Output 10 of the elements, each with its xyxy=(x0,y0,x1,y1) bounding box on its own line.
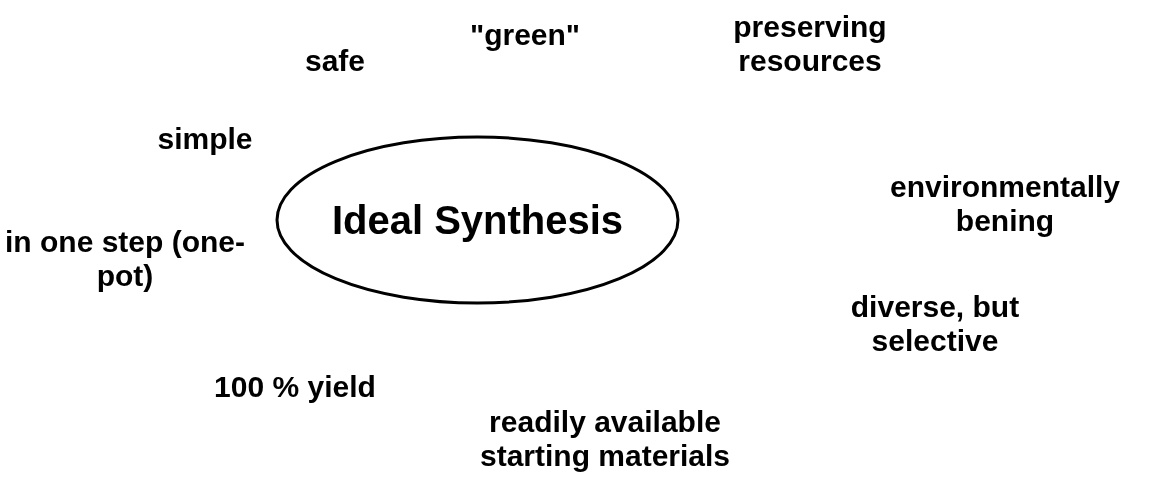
property-label: diverse, but selective xyxy=(849,290,1021,358)
property-label: 100 % yield xyxy=(213,370,377,404)
property-label: simple xyxy=(156,122,254,156)
property-label: "green" xyxy=(468,18,582,52)
property-label: preserving resources xyxy=(732,10,888,78)
property-label: readily available starting materials xyxy=(478,405,732,473)
property-label: safe xyxy=(303,44,366,78)
property-label: in one step (one-pot) xyxy=(4,225,246,293)
node-title: Ideal Synthesis xyxy=(330,197,625,243)
property-label: environmentally bening xyxy=(888,170,1122,238)
